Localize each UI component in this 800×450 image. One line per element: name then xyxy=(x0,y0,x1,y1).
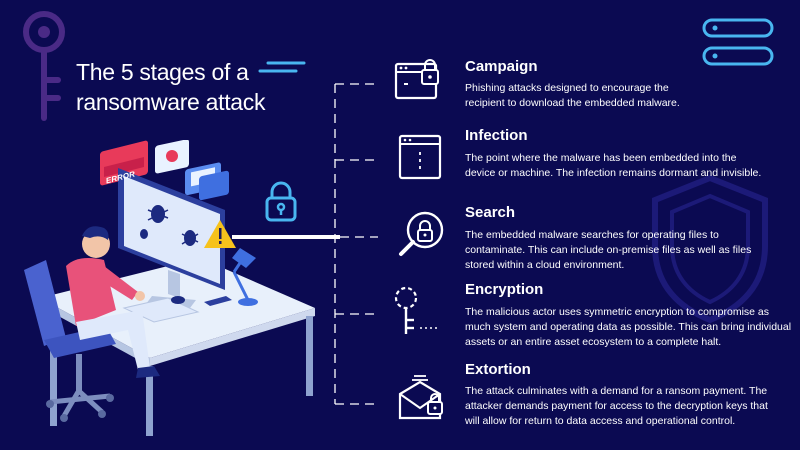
stage-encryption-desc: The malicious actor uses symmetric encry… xyxy=(465,306,792,348)
padlock-icon xyxy=(265,181,297,222)
stage-encryption-title: Encryption xyxy=(465,281,544,298)
browser-window-icon xyxy=(398,134,442,180)
background-shield-icon xyxy=(652,174,768,324)
title-accent-lines xyxy=(258,61,306,73)
phone xyxy=(204,296,232,306)
monitor xyxy=(118,168,236,308)
magnifier-lock-icon xyxy=(399,211,444,256)
floating-windows xyxy=(155,140,229,201)
laptop-lock-icon xyxy=(394,59,439,100)
page-title: The 5 stages of a ransomware attack xyxy=(76,57,316,117)
desk-lamp xyxy=(232,248,258,306)
envelope-lock-icon xyxy=(398,375,443,420)
stage-search-desc: The embedded malware searches for operat… xyxy=(465,229,752,271)
stage-search-title: Search xyxy=(465,204,516,221)
person xyxy=(66,226,160,378)
mouse xyxy=(171,296,185,304)
stage-campaign-desc: Phishing attacks designed to encourage t… xyxy=(465,82,680,109)
stage-infection-title: Infection xyxy=(465,127,528,144)
error-popup xyxy=(100,140,148,186)
background-key-icon xyxy=(23,11,65,121)
title-line-1: The 5 stages of a xyxy=(76,59,249,85)
stage-extortion-title: Extortion xyxy=(465,361,531,378)
title-line-2: ransomware attack xyxy=(76,89,266,115)
office-chair xyxy=(24,260,116,422)
workstation-illustration xyxy=(24,140,315,436)
stage-infection-desc: The point where the malware has been emb… xyxy=(465,152,762,179)
stage-campaign-title: Campaign xyxy=(465,58,538,75)
server-stack-icon xyxy=(702,18,774,66)
key-icon xyxy=(394,286,440,334)
stage-extortion-desc: The attack culminates with a demand for … xyxy=(465,385,768,427)
